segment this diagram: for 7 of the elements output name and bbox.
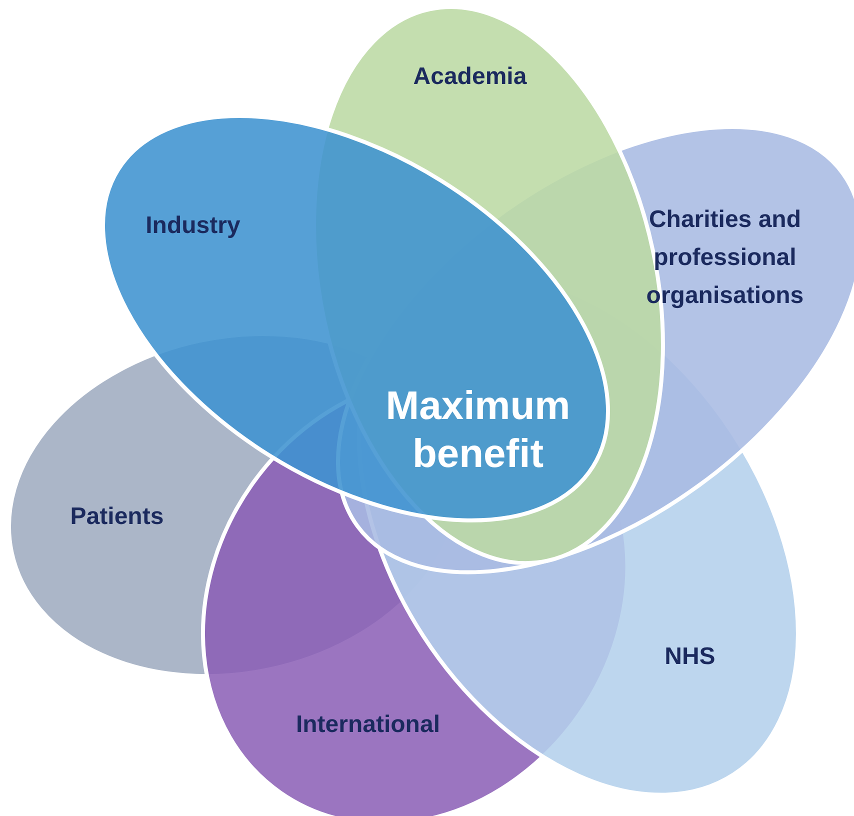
- petal-label: Academia: [412, 62, 528, 92]
- petal-label: NHS: [664, 642, 716, 672]
- petal-label: Industry: [144, 210, 242, 241]
- center-label: Maximum benefit: [384, 383, 572, 478]
- petal-label: Charities and professional organisations: [645, 204, 805, 311]
- petal-label: International: [294, 710, 441, 740]
- petal-label: Patients: [69, 502, 165, 532]
